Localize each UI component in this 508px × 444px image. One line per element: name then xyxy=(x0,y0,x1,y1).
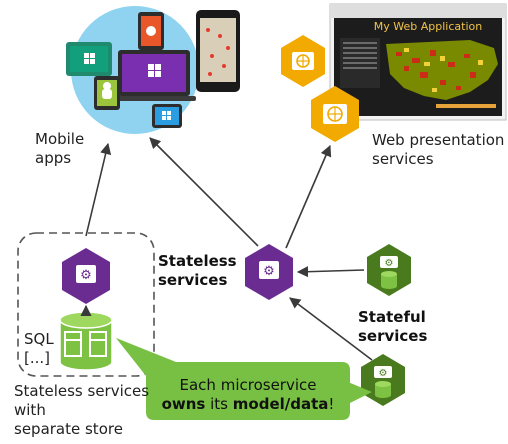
mobile-apps-label: Mobile apps xyxy=(35,130,85,167)
gear-icon: ⚙ xyxy=(379,368,388,379)
stateless-with-store-label: Stateless services with separate store xyxy=(14,382,150,438)
stateless-services-label: Stateless services xyxy=(158,252,237,289)
database-icon xyxy=(381,271,397,289)
mobile-apps-cluster xyxy=(66,6,240,134)
web-app-screenshot: My Web Application xyxy=(329,3,507,121)
android-icon xyxy=(94,76,120,110)
web-app-title: My Web Application xyxy=(374,20,482,33)
stateful-service-hex-top: ⚙ xyxy=(367,244,411,296)
stateless-service-hex-left: ⚙ xyxy=(62,248,110,304)
gear-icon: ⚙ xyxy=(263,264,275,279)
callout-bubble xyxy=(116,338,350,420)
phone-icon xyxy=(196,10,240,92)
web-presentation-label: Web presentation services xyxy=(372,131,505,168)
database-icon xyxy=(375,381,391,398)
apple-icon xyxy=(138,12,164,50)
stateful-service-hex-bottom: ⚙ xyxy=(361,354,405,406)
callout-pointer-right xyxy=(348,382,372,404)
tablet-icon xyxy=(66,42,112,76)
web-service-hex-2 xyxy=(311,86,359,142)
web-service-hex-1 xyxy=(281,35,325,87)
stateful-services-label: Stateful services xyxy=(358,308,428,345)
sql-label: SQL [...] xyxy=(24,330,54,367)
gear-icon: ⚙ xyxy=(80,268,92,283)
gear-icon: ⚙ xyxy=(385,258,394,269)
callout-text: Each microservice owns its model/data! xyxy=(161,376,335,413)
laptop-icon xyxy=(112,50,196,101)
stateless-service-hex-center: ⚙ xyxy=(245,244,293,300)
sql-store xyxy=(59,311,113,371)
windows-icon xyxy=(152,104,182,128)
database-icon xyxy=(64,331,107,357)
arrows xyxy=(80,137,373,361)
separate-store-boundary xyxy=(17,232,155,377)
